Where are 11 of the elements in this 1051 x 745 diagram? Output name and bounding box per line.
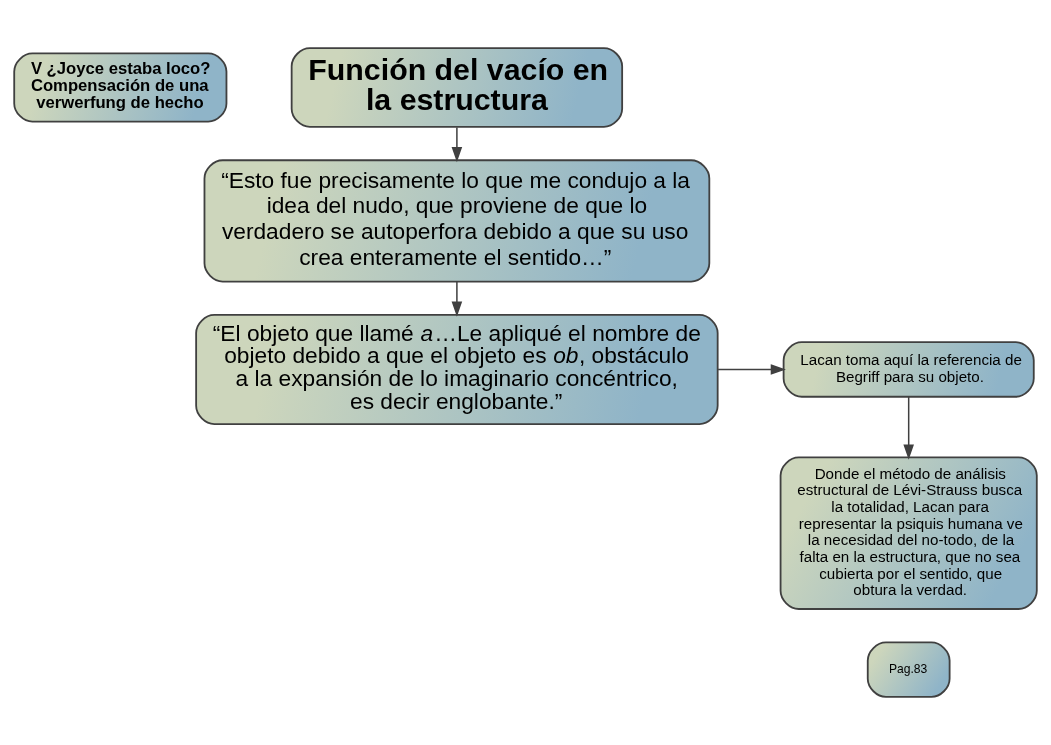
arrow bbox=[903, 396, 914, 460]
arrow bbox=[717, 364, 786, 375]
arrow bbox=[451, 280, 463, 317]
node-box: Función del vacío en la estructura bbox=[290, 47, 624, 128]
node-box: “El objeto que llamé a…Le apliqué el nombre de objeto debido a que el objeto es ob, obstáculo a la expansión de lo imaginario concéntrico, es decir englobante.” bbox=[195, 313, 719, 425]
node-box: Pag.83 bbox=[866, 641, 951, 698]
arrow bbox=[451, 126, 463, 163]
node-box: V ¿Joyce estaba loco? Compensación de una verwerfung de hecho bbox=[13, 52, 228, 123]
node-box: Donde el método de análisis estructural de Lévi-Strauss busca la totalidad, Lacan para representar la psiquis humana ve la necesidad del no-todo, de la falta en la estructura, que no sea cubierta por el sentido, que obtura la verdad. bbox=[779, 456, 1038, 610]
node-box: Lacan toma aquí la referencia de Begriff para su objeto. bbox=[782, 341, 1035, 398]
node-box: “Esto fue precisamente lo que me condujo a la idea del nudo, que proviene de que lo verdadero se autoperfora debido a que su uso crea enteramente el sentido…” bbox=[203, 159, 711, 283]
